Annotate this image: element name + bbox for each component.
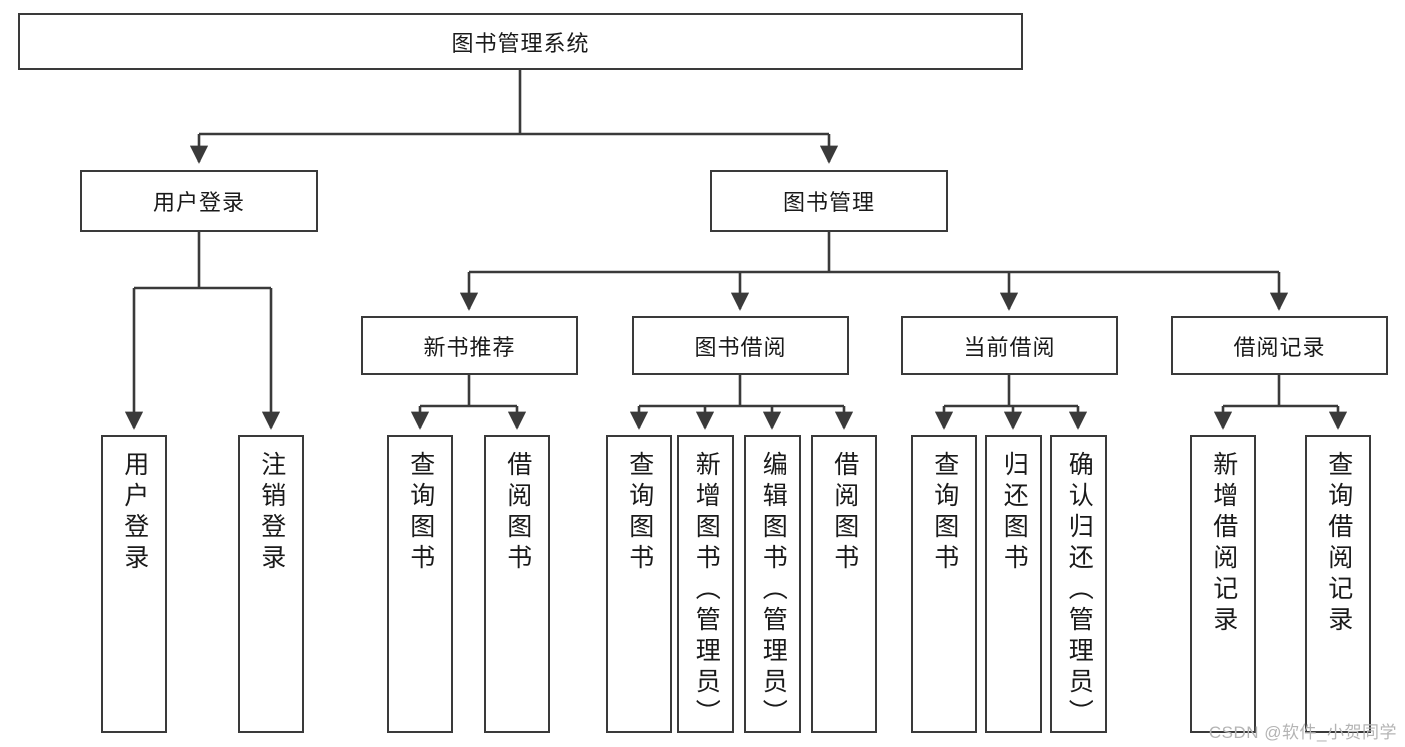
- watermark: CSDN @软件_小贺同学: [1208, 723, 1397, 742]
- node-root[interactable]: 图书管理系统: [18, 13, 1023, 70]
- node-new-book-recommend-label: 新书推荐: [423, 334, 516, 360]
- node-user-login-label: 用户登录: [152, 190, 245, 215]
- node-leaf-confirm-return-label: 确认归还（管理员）: [1065, 451, 1094, 730]
- node-leaf-edit-book-label: 编辑图书（管理员）: [759, 451, 788, 730]
- node-leaf-borrow-book-2[interactable]: 借阅图书: [811, 435, 877, 733]
- node-current-borrow-label: 当前借阅: [963, 334, 1056, 360]
- node-leaf-confirm-return[interactable]: 确认归还（管理员）: [1050, 435, 1107, 733]
- node-leaf-borrow-book-1-label: 借阅图书: [503, 451, 532, 575]
- node-leaf-edit-book[interactable]: 编辑图书（管理员）: [744, 435, 801, 733]
- node-leaf-query-book-2[interactable]: 查询图书: [606, 435, 672, 733]
- node-current-borrow[interactable]: 当前借阅: [901, 316, 1118, 375]
- node-leaf-add-book-label: 新增图书（管理员）: [692, 451, 721, 730]
- node-book-borrow[interactable]: 图书借阅: [632, 316, 849, 375]
- node-leaf-user-login-label: 用户登录: [120, 451, 149, 575]
- node-leaf-query-record[interactable]: 查询借阅记录: [1305, 435, 1371, 733]
- node-leaf-return-book[interactable]: 归还图书: [985, 435, 1042, 733]
- node-leaf-query-book-2-label: 查询图书: [625, 451, 654, 575]
- node-leaf-query-record-label: 查询借阅记录: [1324, 451, 1353, 637]
- node-leaf-query-book-1-label: 查询图书: [406, 451, 435, 575]
- node-user-login[interactable]: 用户登录: [80, 170, 318, 232]
- node-book-borrow-label: 图书借阅: [694, 334, 787, 360]
- node-leaf-logout[interactable]: 注销登录: [238, 435, 304, 733]
- node-new-book-recommend[interactable]: 新书推荐: [361, 316, 578, 375]
- node-leaf-query-book-3-label: 查询图书: [930, 451, 959, 575]
- node-leaf-borrow-book-1[interactable]: 借阅图书: [484, 435, 550, 733]
- node-leaf-add-book[interactable]: 新增图书（管理员）: [677, 435, 734, 733]
- node-leaf-logout-label: 注销登录: [257, 451, 286, 575]
- node-leaf-query-book-3[interactable]: 查询图书: [911, 435, 977, 733]
- node-leaf-return-book-label: 归还图书: [1000, 451, 1029, 575]
- node-leaf-borrow-book-2-label: 借阅图书: [830, 451, 859, 575]
- node-book-manage[interactable]: 图书管理: [710, 170, 948, 232]
- node-borrow-record-label: 借阅记录: [1233, 334, 1326, 360]
- node-leaf-user-login[interactable]: 用户登录: [101, 435, 167, 733]
- node-leaf-query-book-1[interactable]: 查询图书: [387, 435, 453, 733]
- node-borrow-record[interactable]: 借阅记录: [1171, 316, 1388, 375]
- node-root-label: 图书管理系统: [451, 30, 590, 56]
- node-leaf-add-record-label: 新增借阅记录: [1209, 451, 1238, 637]
- node-book-manage-label: 图书管理: [782, 190, 875, 215]
- node-leaf-add-record[interactable]: 新增借阅记录: [1190, 435, 1256, 733]
